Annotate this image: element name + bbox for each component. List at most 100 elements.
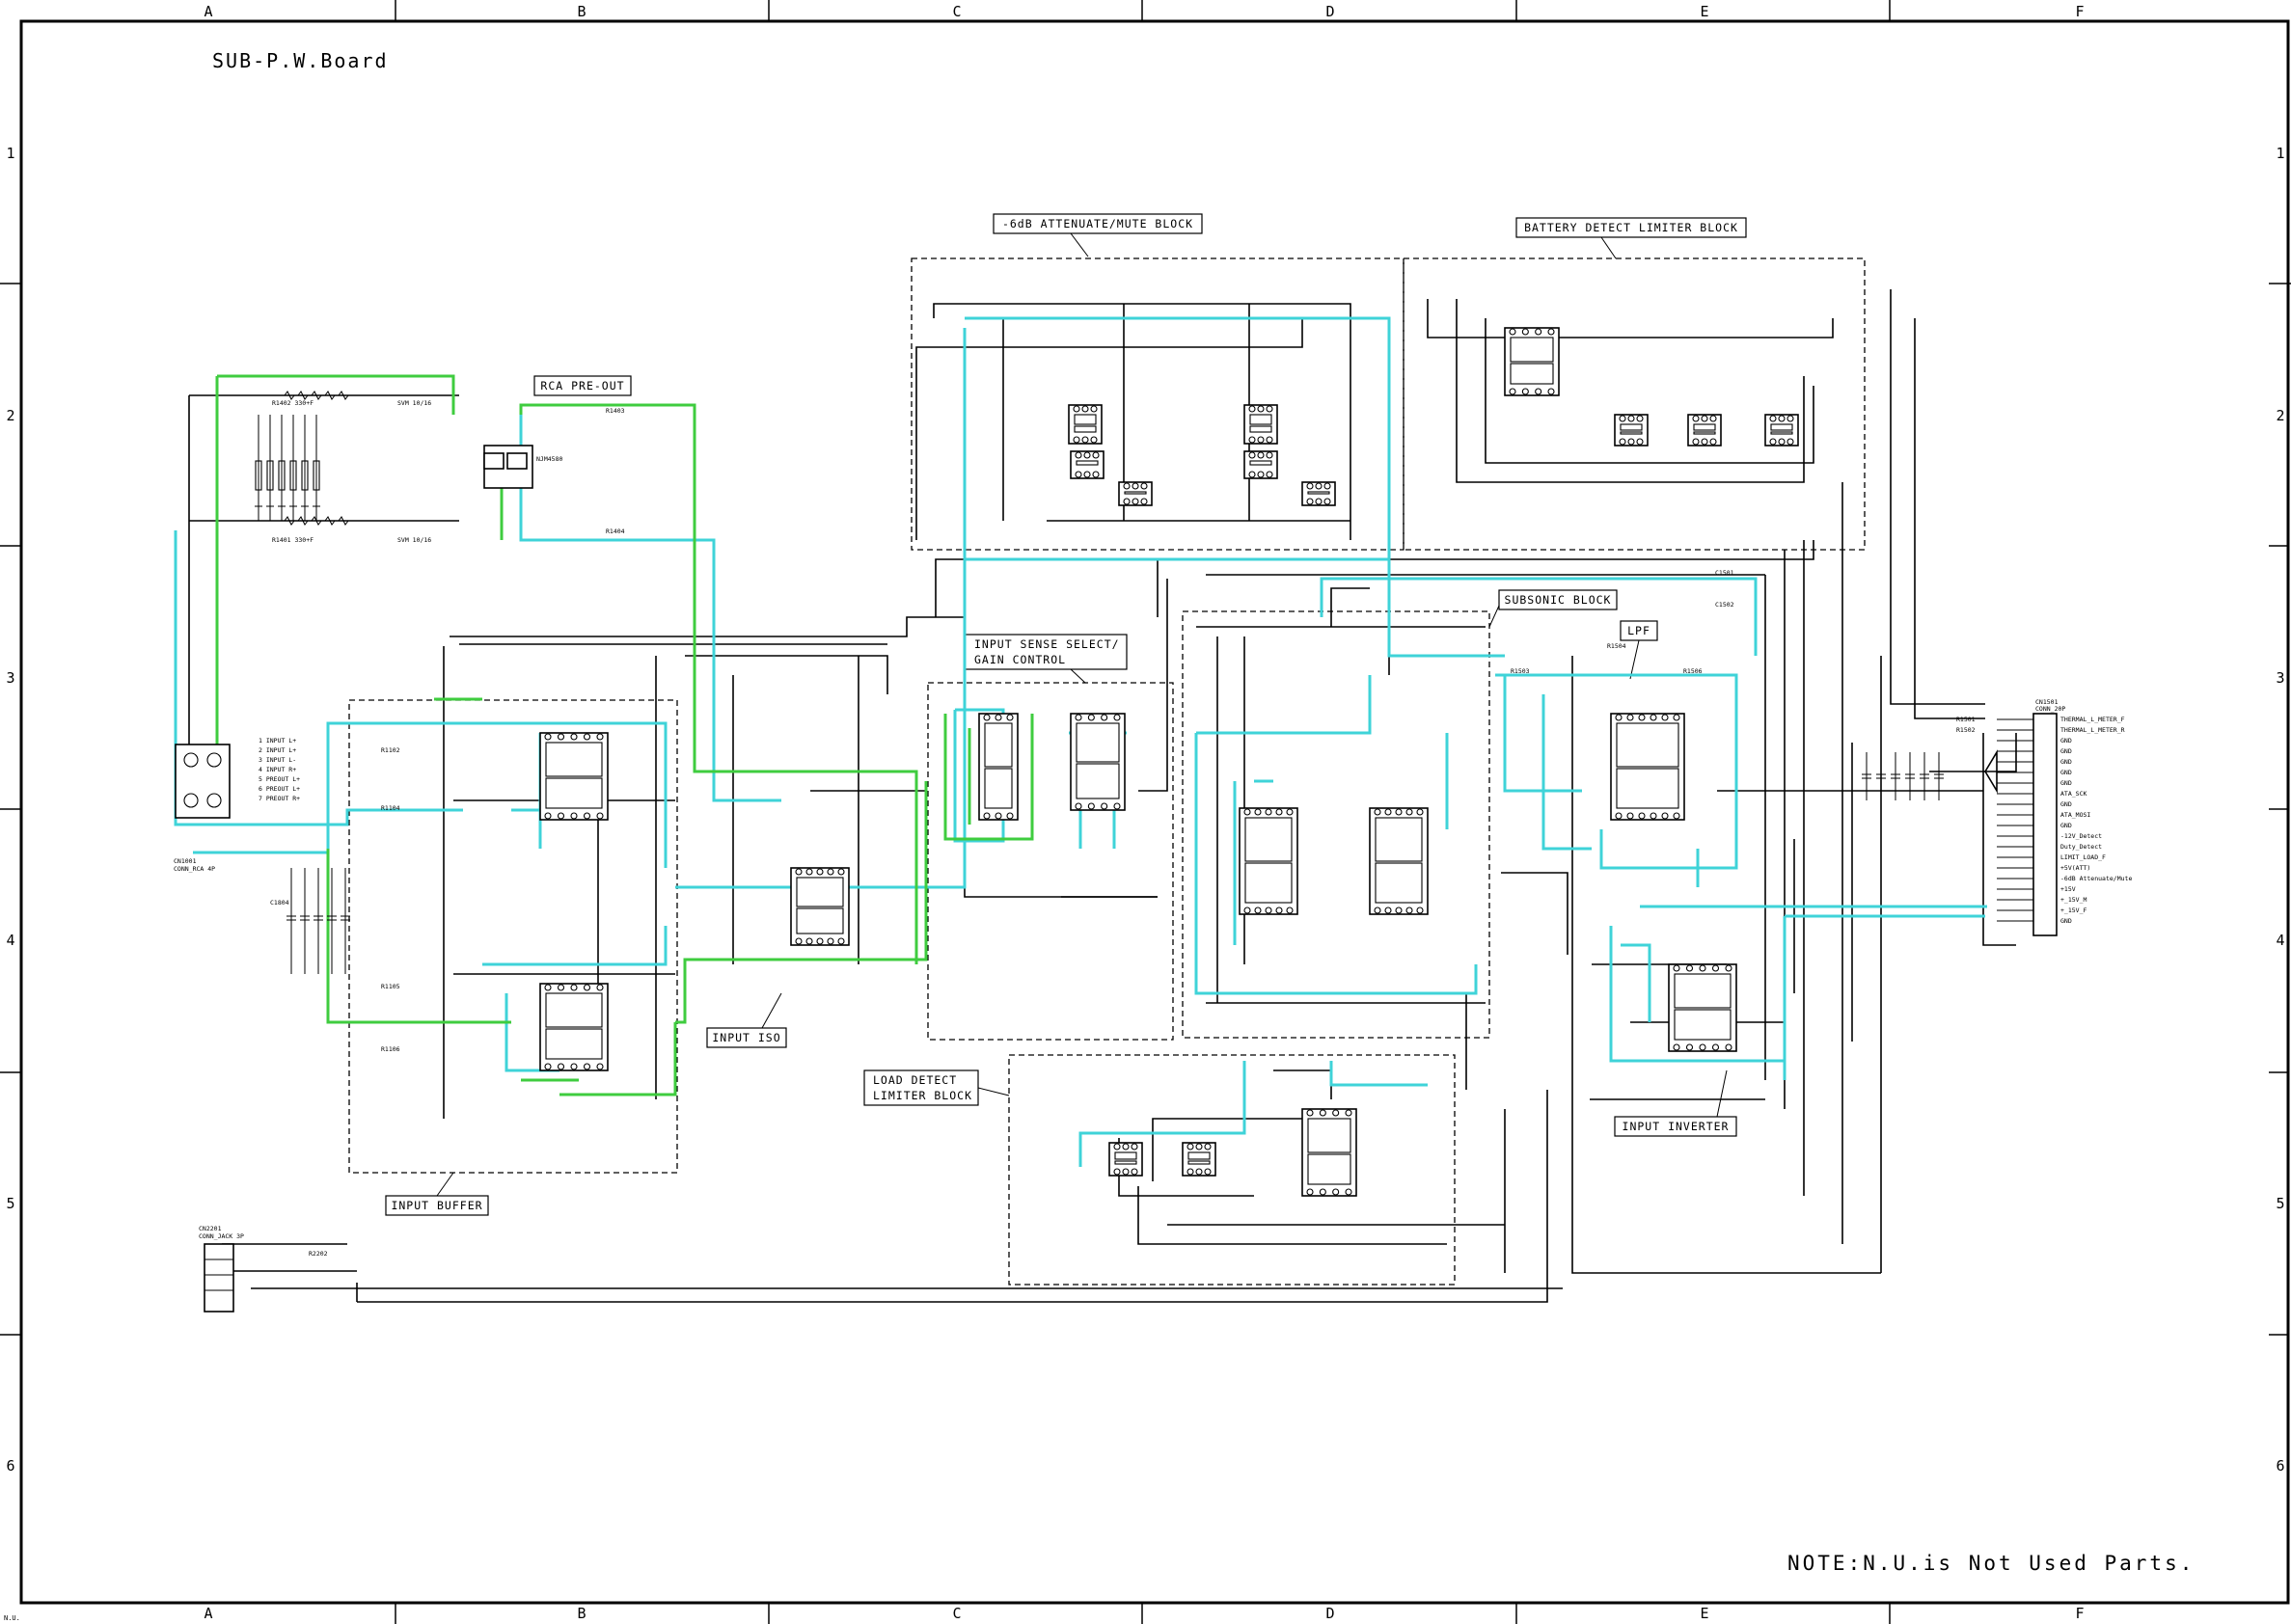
svg-text:INPUT BUFFER: INPUT BUFFER — [391, 1199, 482, 1212]
r1102-label: R1102 — [381, 746, 400, 754]
att-ic-1 — [1068, 404, 1103, 445]
svg-text:LIMITER BLOCK: LIMITER BLOCK — [873, 1089, 972, 1102]
label-input-buffer: INPUT BUFFER — [385, 1172, 489, 1216]
svm-label-2: SVM 10/16 — [397, 536, 431, 544]
cn1501-pin: Duty_Detect — [2060, 843, 2102, 851]
r1401-label: R1401 330+F — [272, 536, 314, 544]
att-ic-2 — [1243, 404, 1278, 445]
filter-capacitors — [1862, 752, 1944, 800]
input-buffer-block-boundary — [348, 699, 678, 1174]
label-subsonic: SUBSONIC BLOCK — [1488, 589, 1618, 628]
att-ic-6 — [1301, 481, 1336, 506]
c1502-label: C1502 — [1715, 601, 1734, 609]
battery-ic-4 — [1764, 414, 1799, 447]
load-ic — [1301, 1108, 1357, 1197]
c1501-label: C1501 — [1715, 569, 1734, 577]
battery-ic-3 — [1687, 414, 1722, 447]
board-title: SUB-P.W.Board — [212, 49, 389, 72]
load-ic-2 — [1108, 1142, 1143, 1177]
column-label-f-bottom: F — [2075, 1605, 2084, 1622]
battery-ic — [1504, 327, 1560, 396]
att-ic-3 — [1070, 450, 1105, 479]
input-sense-block-boundary — [927, 682, 1174, 1041]
load-detect-block-boundary — [1008, 1054, 1456, 1286]
label-input-iso: INPUT ISO — [706, 992, 787, 1048]
svg-text:RCA PRE-OUT: RCA PRE-OUT — [540, 379, 624, 392]
cn1501-pin: ATA_SCK — [2060, 790, 2086, 798]
iso-ic — [790, 867, 850, 946]
cn1501-pin: GND — [2060, 822, 2072, 829]
row-label-6-left: 6 — [6, 1457, 14, 1475]
cn1501-ref: CN1501 — [2035, 698, 2059, 706]
column-label-c-bottom: C — [952, 1605, 961, 1622]
cn1501-pin: GND — [2060, 747, 2072, 755]
cn1501-pin: +15V — [2060, 885, 2076, 893]
c1804-label: C1804 — [270, 899, 289, 907]
capacitor-bank — [286, 868, 350, 974]
row-label-4-right: 4 — [2276, 932, 2284, 949]
resistor-bank — [255, 391, 349, 526]
subsonic-ic-left — [1239, 807, 1298, 915]
cn1001-pin: 1 INPUT L+ — [259, 737, 296, 744]
cn1501-type: CONN_20P — [2035, 705, 2065, 713]
row-label-1-left: 1 — [6, 145, 14, 162]
cn2201-type: CONN_JACK 3P — [199, 1232, 244, 1240]
label-input-inverter: INPUT INVERTER — [1614, 1069, 1737, 1137]
r1403-label: R1403 — [606, 407, 625, 415]
battery-block-boundary — [1403, 257, 1866, 551]
r1504-label: R1504 — [1607, 642, 1626, 650]
row-label-1-right: 1 — [2276, 145, 2284, 162]
cn1501-pin: +_15V_F — [2060, 907, 2086, 914]
row-label-2-right: 2 — [2276, 407, 2284, 424]
r1503-label: R1503 — [1511, 667, 1530, 675]
green-signal-nets — [203, 374, 1034, 1096]
r1506-label: R1506 — [1683, 667, 1703, 675]
cn1501-pin: +_15V_M — [2060, 896, 2086, 904]
drawing-frame — [19, 19, 2290, 1605]
footnote: NOTE:N.U.is Not Used Parts. — [1787, 1552, 2195, 1575]
cn1501-connector: CN1501 CONN_20P — [1984, 698, 2065, 936]
label-attenuate: -6dB ATTENUATE/MUTE BLOCK — [993, 213, 1203, 257]
inverter-ic — [1668, 963, 1737, 1052]
cn2201-ref: CN2201 — [199, 1225, 222, 1232]
cn1001-ref: CN1001 — [174, 857, 197, 865]
sense-ic — [1070, 713, 1126, 811]
cn1501-pin: LIMIT_LOAD_F — [2060, 853, 2106, 861]
cn1501-pin: THERMAL_L_METER_F — [2060, 716, 2125, 723]
cn1001-pin: 5 PREOUT L+ — [259, 775, 300, 783]
row-label-2-left: 2 — [6, 407, 14, 424]
r1402-label: R1402 330+F — [272, 399, 314, 407]
row-label-6-right: 6 — [2276, 1457, 2284, 1475]
rca-ic-label: NJM4580 — [536, 455, 562, 463]
sense-switch — [978, 713, 1019, 821]
buffer-ic-top — [539, 732, 609, 821]
column-label-c-top: C — [952, 3, 961, 20]
cn2201-connector: CN2201 CONN_JACK 3P — [199, 1225, 244, 1313]
load-ic-3 — [1182, 1142, 1216, 1177]
svg-text:INPUT INVERTER: INPUT INVERTER — [1623, 1120, 1730, 1133]
label-lpf: LPF — [1620, 620, 1658, 680]
cn1001-pin: 6 PREOUT L+ — [259, 785, 300, 793]
cn1001-connector: CN1001 CONN_RCA 4P — [174, 744, 231, 873]
cn1001-type: CONN_RCA 4P — [174, 865, 215, 873]
svm-label-1: SVM 10/16 — [397, 399, 431, 407]
r1501-label: R1501 — [1956, 716, 1976, 723]
column-label-b-top: B — [577, 3, 586, 20]
att-ic-4 — [1243, 450, 1278, 479]
r1502-label: R1502 — [1956, 726, 1976, 734]
svg-text:LOAD DETECT: LOAD DETECT — [873, 1073, 957, 1087]
cn1001-pin-list: 1 INPUT L+2 INPUT L+3 INPUT L-4 INPUT R+… — [259, 737, 300, 802]
row-label-5-left: 5 — [6, 1195, 14, 1212]
svg-text:LPF: LPF — [1627, 624, 1650, 637]
cn1001-pin: 4 INPUT R+ — [259, 766, 296, 773]
lpf-ic — [1610, 713, 1685, 821]
cn1501-pin: GND — [2060, 737, 2072, 744]
cn1501-pin: -6dB Attenuate/Mute — [2060, 875, 2132, 882]
cn1501-pin: GND — [2060, 917, 2072, 925]
column-label-e-top: E — [1700, 3, 1708, 20]
row-label-3-right: 3 — [2276, 669, 2284, 687]
attenuate-block-boundary — [911, 257, 1405, 551]
r1404-label: R1404 — [606, 528, 625, 535]
column-label-d-top: D — [1325, 3, 1334, 20]
cyan-signal-nets — [174, 316, 1987, 1167]
